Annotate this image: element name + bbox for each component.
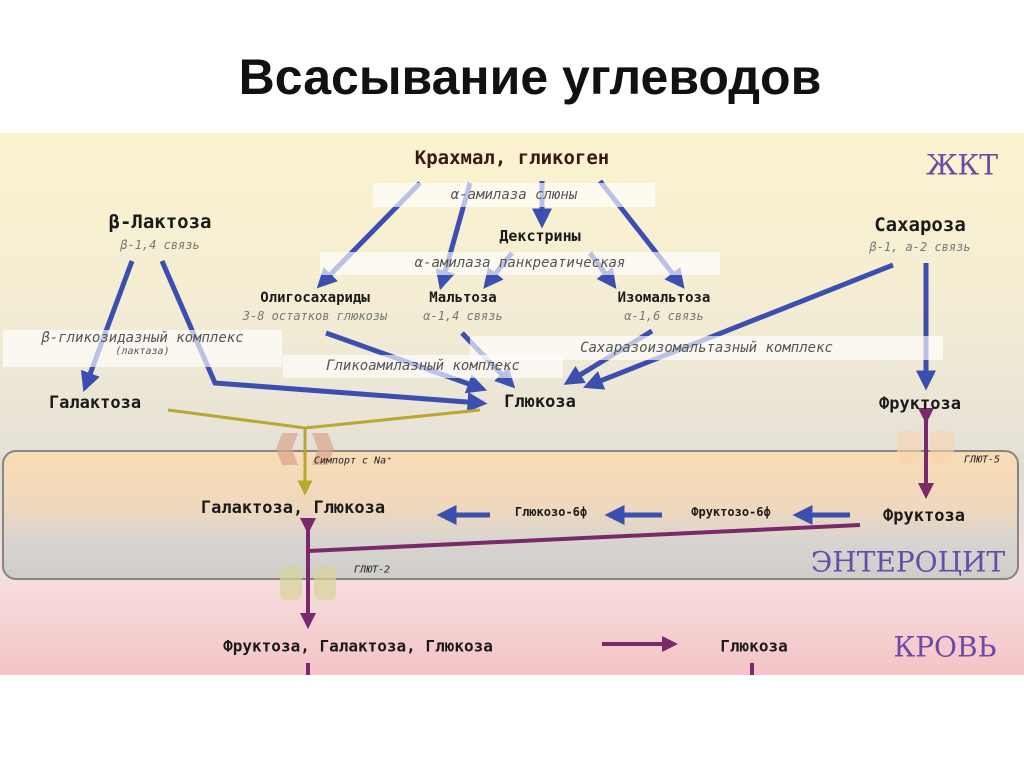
symport-label: Симпорт с Na⁺	[313, 455, 393, 467]
enzyme-saliva-amylase: α-амилаза слюны	[373, 183, 655, 207]
zone-label-blood: КРОВЬ	[893, 630, 997, 664]
enzyme-pancreatic-amylase: α-амилаза панкреатическая	[320, 252, 720, 275]
zone-label-enterocyte: ЭНТЕРОЦИТ	[810, 545, 1006, 579]
node-galactose: Галактоза	[48, 393, 142, 413]
node-cell-galactose-glucose: Галактоза, Глюкоза	[200, 498, 386, 518]
lactose-bond: β-1,4 связь	[120, 238, 200, 252]
arrow-lactose-glucose	[159, 260, 488, 413]
glut2-channel	[280, 566, 336, 600]
lactase-label: (лактаза)	[115, 346, 170, 357]
glut5-label: ГЛЮТ-5	[963, 454, 1001, 466]
sucrose-bond: β-1, а-2 связь	[869, 240, 971, 254]
node-sucrose: Сахароза	[874, 214, 966, 236]
node-starch-glycogen: Крахмал, гликоген	[414, 147, 610, 169]
node-lactose: β-Лактоза	[108, 211, 212, 233]
node-isomaltose: Изомальтоза	[617, 290, 711, 306]
node-glucose-6-phosphate: Глюкозо-6ф	[514, 505, 588, 519]
zone-label-gut: ЖКТ	[926, 148, 998, 182]
arrow-galactose-cell	[167, 408, 481, 430]
node-blood-glucose: Глюкоза	[720, 636, 788, 656]
enzyme-glucoamylase: Гликоамилазный комплекс	[283, 355, 563, 378]
node-fructose: Фруктоза	[879, 394, 961, 414]
node-blood-monosaccharides: Фруктоза, Галактоза, Глюкоза	[223, 636, 493, 656]
slide-title: Всасывание углеводов	[238, 49, 822, 105]
node-cell-fructose: Фруктоза	[883, 506, 965, 526]
glut5-channel	[897, 431, 954, 463]
oligosaccharides-note: 3-8 остатков глюкозы	[242, 309, 388, 323]
symport-channel	[276, 433, 334, 465]
isomaltose-bond: α-1,6 связь	[624, 309, 704, 323]
node-maltose: Мальтоза	[429, 290, 497, 306]
enzyme-beta-glycosidase: β-гликозидазный комплекс (лактаза)	[3, 330, 282, 367]
node-glucose: Глюкоза	[504, 392, 576, 412]
node-oligosaccharides: Олигосахариды	[260, 290, 370, 306]
arrow-sucrose-glucose	[583, 262, 894, 390]
beta-glycosidase-label: β-гликозидазный комплекс	[41, 330, 244, 346]
carbohydrate-absorption-diagram: ЖКТ ЭНТЕРОЦИТ КРОВЬ α-амилаза слюны α-ам…	[0, 133, 1024, 675]
node-dextrins: Декстрины	[499, 227, 581, 245]
node-fructose-6-phosphate: Фруктозо-6ф	[691, 505, 771, 519]
maltose-bond: α-1,4 связь	[423, 309, 503, 323]
glut2-label: ГЛЮТ-2	[353, 564, 391, 576]
arrow-fructose-blood	[307, 523, 861, 553]
